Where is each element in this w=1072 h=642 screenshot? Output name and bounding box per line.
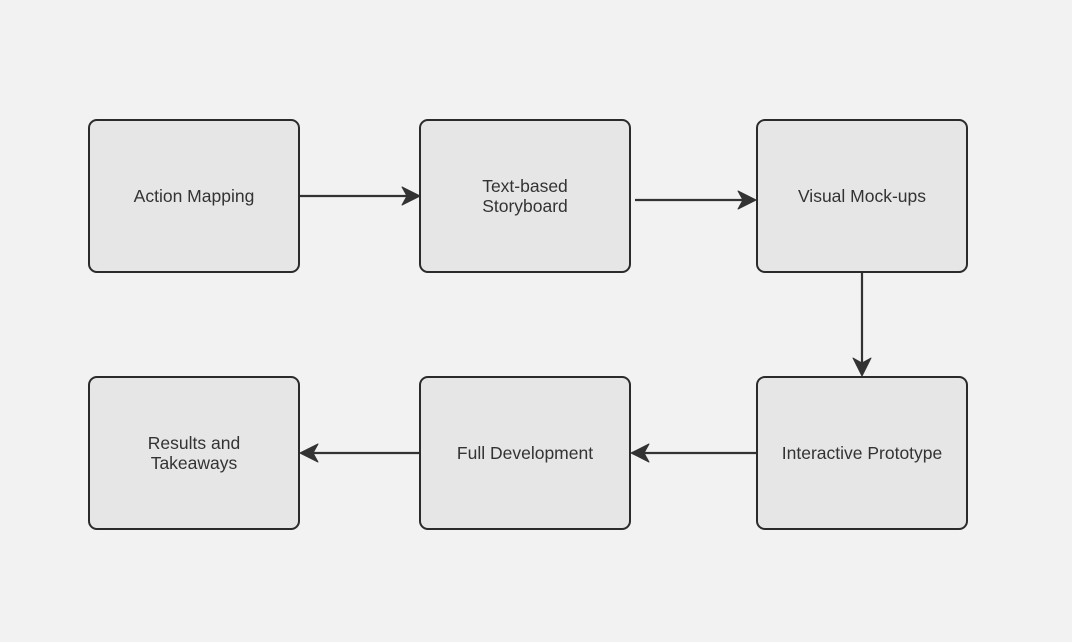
node-label-visual-mock-ups: Visual Mock-ups bbox=[797, 186, 927, 206]
arrow-mockups-to-prototype bbox=[852, 273, 872, 377]
node-interactive-prototype[interactable]: Interactive Prototype bbox=[756, 376, 968, 530]
node-results-and-takeaways[interactable]: Results and Takeaways bbox=[88, 376, 300, 530]
node-label-action-mapping: Action Mapping bbox=[133, 186, 255, 206]
node-label-results-and-takeaways: Results and Takeaways bbox=[147, 433, 241, 473]
node-full-development[interactable]: Full Development bbox=[419, 376, 631, 530]
node-visual-mock-ups[interactable]: Visual Mock-ups bbox=[756, 119, 968, 273]
arrow-development-to-results bbox=[299, 443, 419, 463]
node-text-based-storyboard[interactable]: Text-based Storyboard bbox=[419, 119, 631, 273]
node-label-text-based-storyboard: Text-based Storyboard bbox=[482, 176, 568, 216]
node-label-interactive-prototype: Interactive Prototype bbox=[781, 443, 943, 463]
arrow-prototype-to-development bbox=[630, 443, 756, 463]
arrow-storyboard-to-mockups bbox=[635, 190, 757, 210]
node-action-mapping[interactable]: Action Mapping bbox=[88, 119, 300, 273]
arrow-action-mapping-to-storyboard bbox=[300, 186, 421, 206]
node-label-full-development: Full Development bbox=[456, 443, 594, 463]
